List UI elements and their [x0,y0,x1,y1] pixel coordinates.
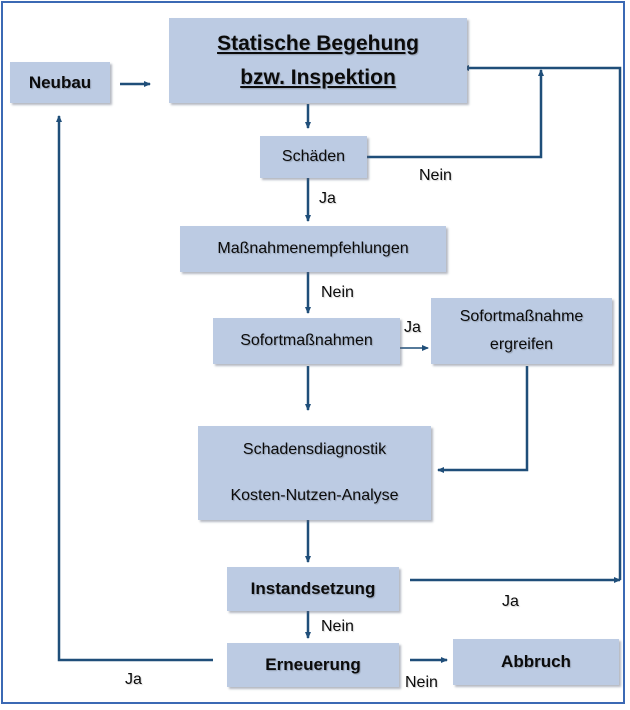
box-schaeden: Schäden [260,136,367,178]
arrow-erneuerung-ja [56,115,213,662]
schaeden-label: Schäden [281,148,346,165]
erneuerung-label: Erneuerung [265,655,361,674]
arrow-schaeden-nein [367,69,544,159]
ergreifen-line2: ergreifen [489,336,554,353]
inspektion-title-line1: Statische Begehung [217,31,419,55]
box-instandsetzung: Instandsetzung [227,567,399,611]
label-massnahmen-nein: Nein [321,284,354,301]
instandsetzung-label: Instandsetzung [250,579,376,598]
diagnostik-line2: Kosten-Nutzen-Analyse [230,487,399,504]
label-instand-ja: Ja [502,593,519,610]
box-massnahmenempfehlungen: Maßnahmenempfehlungen [180,226,446,272]
arrow-return-loop [462,65,622,580]
sofort-label: Sofortmaßnahmen [240,332,373,349]
box-neubau: Neubau [10,62,110,103]
ergreifen-line1: Sofortmaßnahme [459,308,584,325]
label-sofort-ja: Ja [404,319,421,336]
box-sofortmassnahmen: Sofortmaßnahmen [213,318,400,364]
arrow-ergreifen-to-diagnostik [437,366,529,473]
box-sofortmassnahme-ergreifen: Sofortmaßnahme ergreifen [431,298,612,364]
diagnostik-line1: Schadensdiagnostik [242,441,387,458]
box-schadensdiagnostik: Schadensdiagnostik Kosten-Nutzen-Analyse [198,426,431,520]
box-erneuerung: Erneuerung [227,643,399,687]
label-schaeden-nein: Nein [419,167,452,184]
label-instand-nein: Nein [321,618,354,635]
massnahmen-label: Maßnahmenempfehlungen [217,240,409,257]
label-erneuerung-ja: Ja [125,671,142,688]
inspektion-title-line2: bzw. Inspektion [240,65,396,89]
abbruch-label: Abbruch [501,652,571,671]
label-erneuerung-nein: Nein [405,674,438,691]
box-inspektion: Statische Begehung bzw. Inspektion [169,18,467,103]
neubau-label: Neubau [28,72,92,92]
label-schaeden-ja: Ja [319,190,336,207]
box-abbruch: Abbruch [453,639,619,685]
